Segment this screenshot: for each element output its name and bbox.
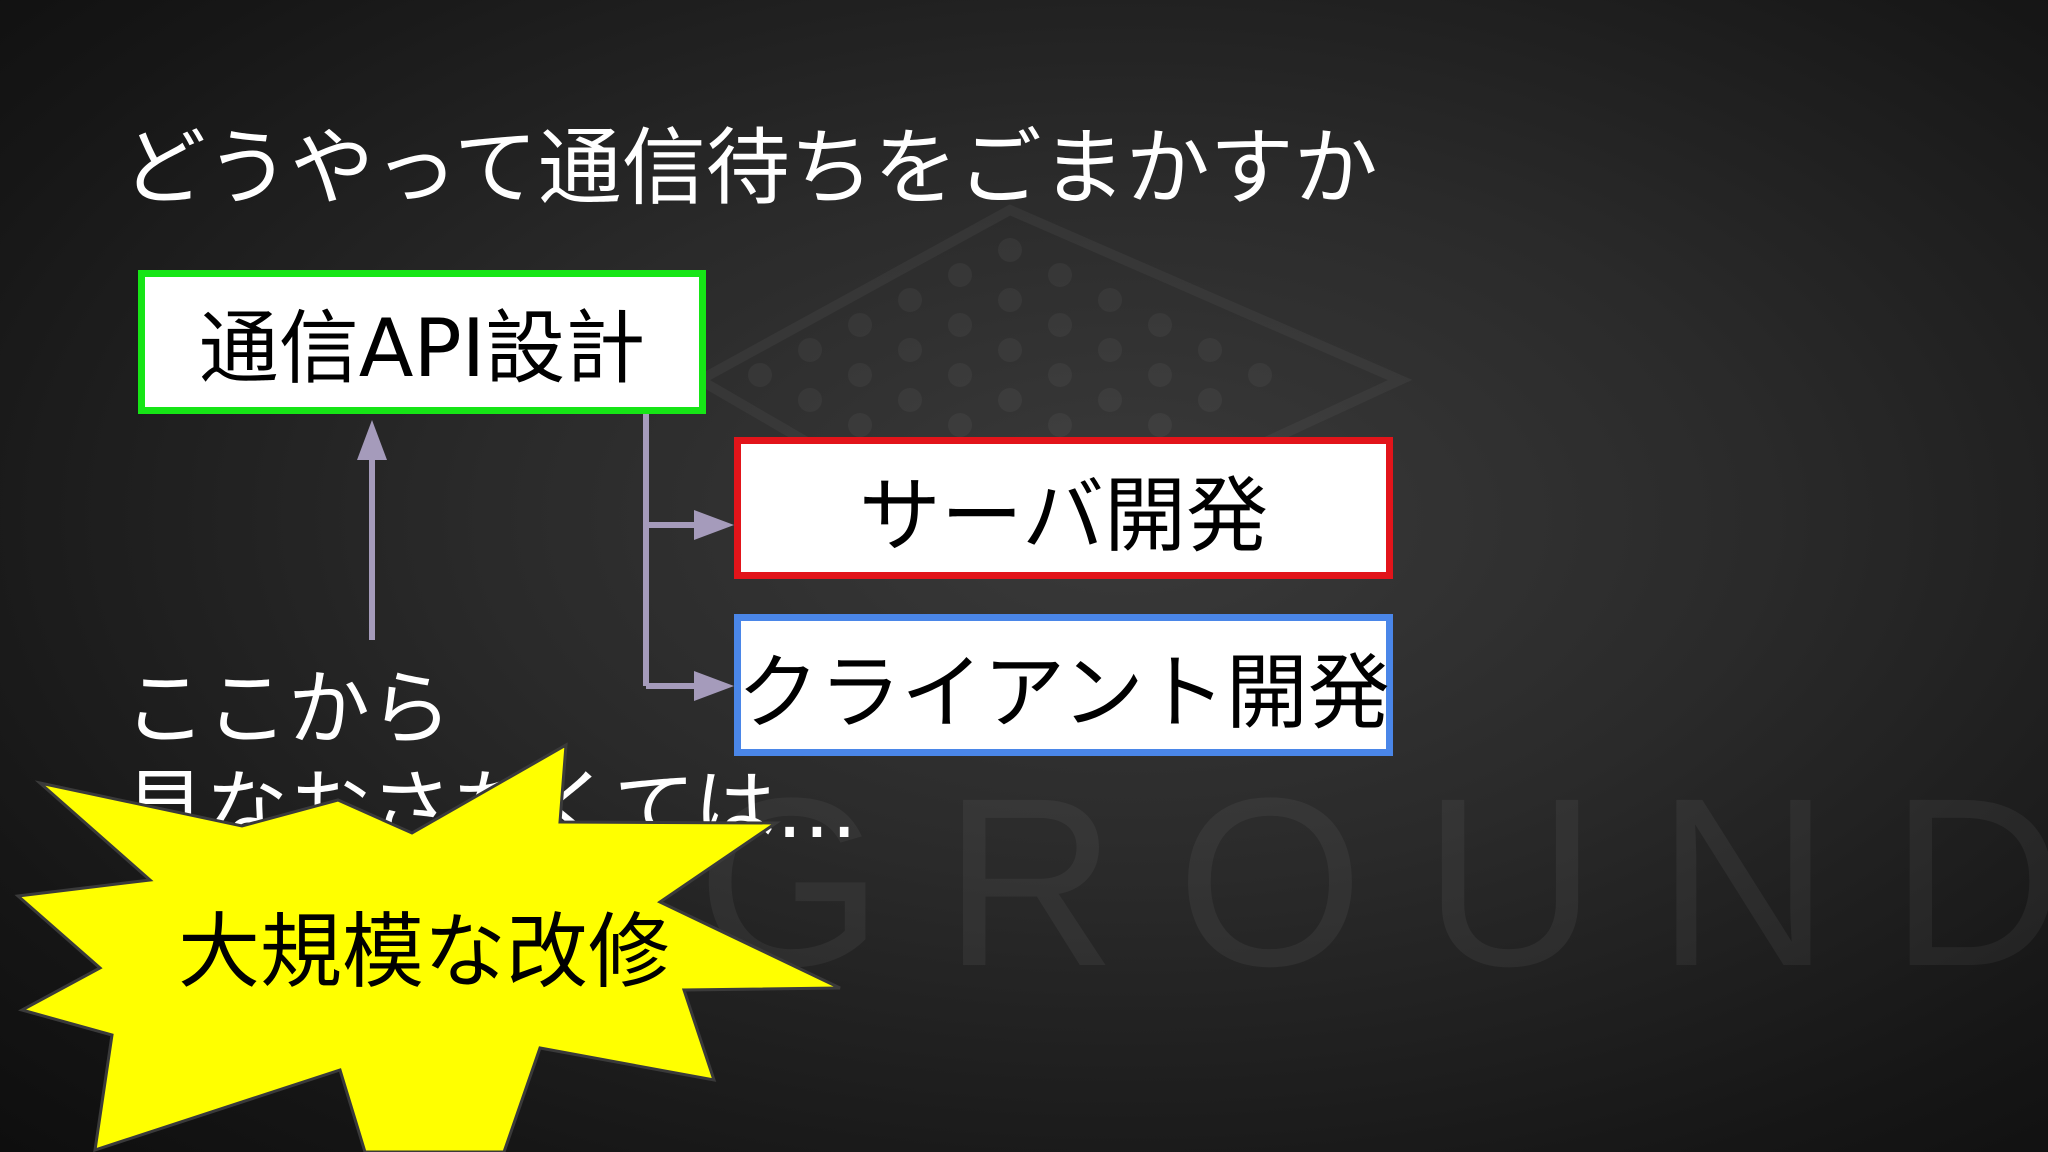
burst-label: 大規模な改修	[178, 905, 671, 1000]
caption-line-1: ここから	[124, 662, 453, 757]
api-design-label: 通信API設計	[198, 302, 646, 395]
server-arrowhead-icon	[694, 510, 734, 540]
slide-title: どうやって通信待ちをごまかすか	[122, 119, 1378, 217]
explosion-burst-icon	[14, 742, 841, 1152]
watermark-text: GROUND	[697, 748, 2048, 1016]
api-design-box: 通信API設計	[138, 270, 706, 414]
server-dev-box: サーバ開発	[734, 437, 1393, 579]
up-arrowhead-icon	[357, 420, 387, 460]
client-arrowhead-icon	[694, 671, 734, 701]
client-dev-label: クライアント開発	[737, 645, 1390, 741]
server-dev-label: サーバ開発	[858, 468, 1269, 564]
client-dev-box: クライアント開発	[734, 614, 1393, 756]
